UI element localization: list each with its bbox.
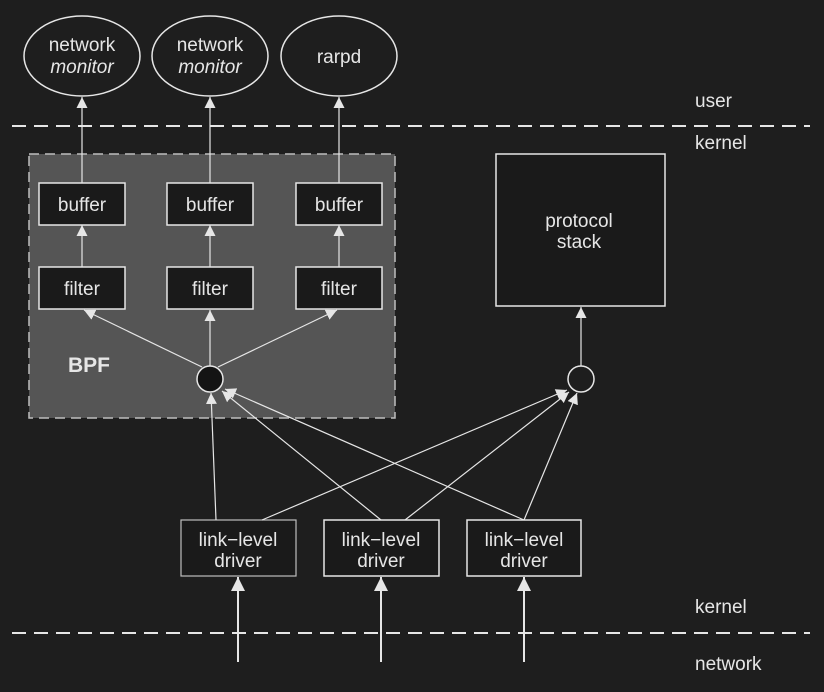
app-label-line1: rarpd [317, 47, 361, 68]
bpf-label: BPF [68, 354, 110, 377]
arrow-driver2-to-stack-tap [404, 391, 570, 521]
app-label-line1: network [177, 35, 244, 56]
filter-label: filter [192, 279, 229, 300]
driver-label-line2: driver [500, 551, 548, 572]
app-ellipse-rarpd [280, 15, 398, 97]
filter-box-3 [295, 266, 383, 310]
buffer-label: buffer [315, 195, 364, 216]
arrow-tap-to-filter3 [217, 309, 338, 368]
app-ellipse-network-monitor-2 [151, 15, 269, 97]
arrow-driver2-to-bpf-tap [221, 390, 382, 521]
driver-label-line1: link−level [199, 530, 278, 551]
driver-label-line2: driver [357, 551, 405, 572]
arrow-driver3-to-bpf-tap [224, 388, 525, 521]
protocol-stack-label-line1: protocol [545, 211, 613, 232]
arrow-driver1-to-bpf-tap [205, 392, 217, 521]
zone-label-kernel-top: kernel [695, 133, 747, 154]
driver-box-2 [323, 519, 440, 577]
filter-label: filter [64, 279, 101, 300]
zone-label-user: user [695, 91, 733, 112]
arrow-tap-to-filter1 [83, 309, 203, 368]
arrow-driver3-to-stack-tap [523, 392, 578, 521]
bpf-tap-node [196, 365, 224, 393]
driver-label-line1: link−level [342, 530, 421, 551]
zone-label-network: network [695, 654, 762, 675]
app-ellipse-network-monitor-1 [23, 15, 141, 97]
driver-box-3 [466, 519, 582, 577]
filter-label: filter [321, 279, 358, 300]
app-label-line1: network [49, 35, 116, 56]
arrow-driver1-to-stack-tap [261, 389, 568, 521]
app-label-line2: monitor [178, 57, 242, 78]
protocol-stack-box [495, 153, 666, 307]
protocol-stack-label-line2: stack [557, 232, 602, 253]
app-label-line2: monitor [50, 57, 114, 78]
driver-label-line2: driver [214, 551, 262, 572]
buffer-label: buffer [186, 195, 235, 216]
filter-box-1 [38, 266, 126, 310]
driver-box-1 [180, 519, 297, 577]
buffer-label: buffer [58, 195, 107, 216]
zone-label-kernel-bottom: kernel [695, 597, 747, 618]
driver-label-line1: link−level [485, 530, 564, 551]
stack-tap-node [567, 365, 595, 393]
